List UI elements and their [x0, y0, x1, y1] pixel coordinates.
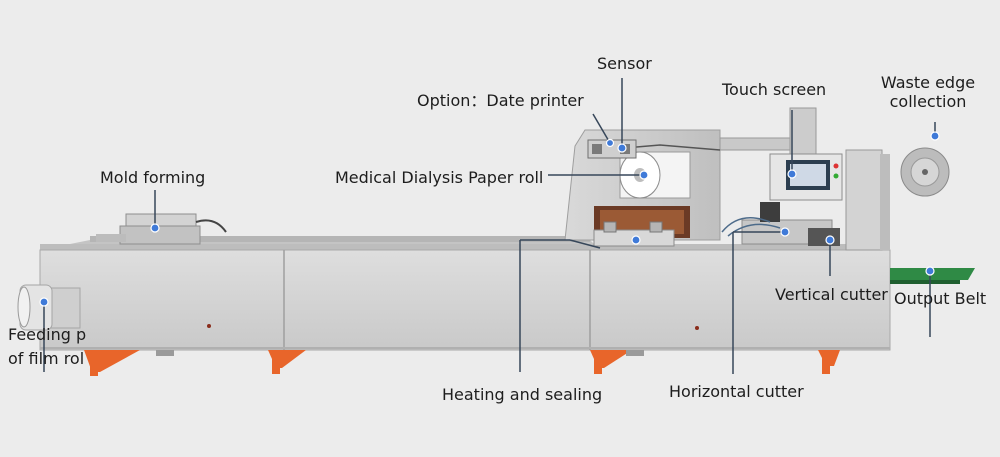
label-mold-forming: Mold forming: [100, 168, 206, 187]
label-vertical-cutter: Vertical cutter: [775, 285, 888, 304]
label-touch-screen: Touch screen: [722, 80, 827, 99]
label-horizontal-cutter: Horizontal cutter: [669, 382, 804, 401]
callout-lines: [43, 78, 936, 374]
label-output-belt: Output Belt: [894, 289, 987, 308]
waste-collection-unit: [845, 147, 950, 251]
label-medical-dialysis-paper-roll: Medical Dialysis Paper roll: [335, 168, 544, 187]
label-film-roll: of film rol: [8, 349, 85, 368]
machine-body: [39, 249, 891, 351]
label-date-printer: Option：Date printer: [417, 91, 584, 110]
label-feeding: Feeding p: [8, 325, 87, 344]
mold-forming-unit: [96, 213, 227, 245]
callout-dots: [39, 131, 940, 307]
film-roll-illustration: [17, 284, 81, 331]
machine-legs: [84, 350, 840, 376]
label-sensor: Sensor: [597, 54, 652, 73]
label-waste-edge-collection: Waste edge collection: [880, 73, 976, 111]
cutter-assembly: [721, 202, 840, 246]
label-heating-and-sealing: Heating and sealing: [442, 385, 603, 404]
touch-screen-unit: [769, 153, 843, 201]
